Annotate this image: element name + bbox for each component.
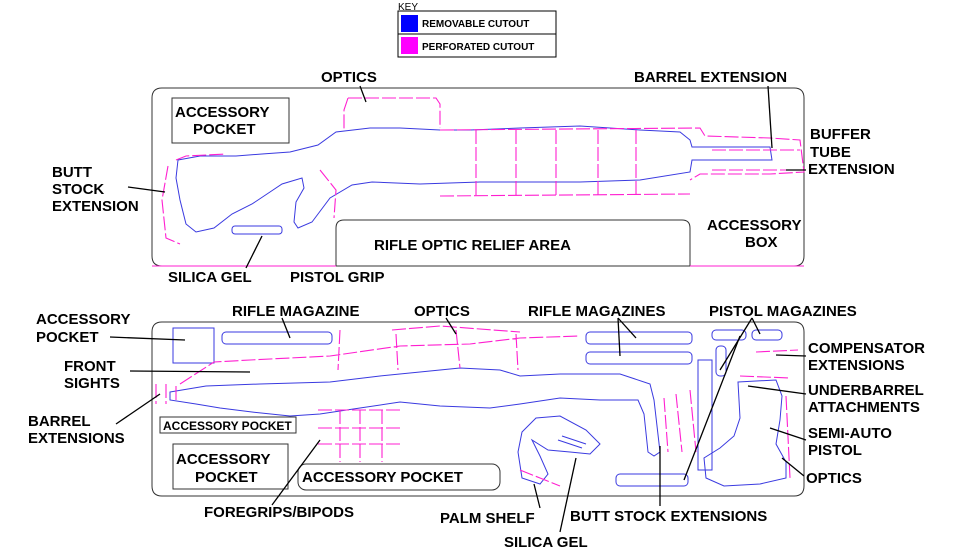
- top-accessory-pocket: [171, 97, 290, 144]
- top-silica-gel-cutout: [231, 225, 283, 235]
- bottom-barrel-ext-perf: [155, 384, 177, 404]
- bottom-accessory-pocket-small: [159, 416, 297, 434]
- bottom-label-compensator-2: EXTENSIONS: [808, 357, 905, 374]
- bottom-underbarrel-cutout: [697, 359, 713, 471]
- bottom-label-underbarrel-2: ATTACHMENTS: [808, 399, 920, 416]
- legend-swatch-removable: [401, 15, 418, 32]
- bottom-case: ACCESSORY POCKET ACCESSORY POCKET ACCESS…: [28, 303, 925, 550]
- bottom-label-compensator-1: COMPENSATOR: [808, 340, 925, 357]
- top-case: OPTICS BARREL EXTENSION BUFFER TUBE EXTE…: [52, 69, 895, 286]
- top-label-buffer-1: BUFFER: [810, 126, 871, 143]
- bottom-semi-auto-pistol-cutout: [703, 379, 787, 487]
- bottom-pistol-mag-2: [751, 329, 783, 341]
- bottom-rifle-cutout: [169, 367, 661, 457]
- top-label-butt-2: STOCK: [52, 181, 104, 198]
- top-pistolgrip-perf: [319, 169, 337, 219]
- bottom-label-semi-auto-2: PISTOL: [808, 442, 862, 459]
- top-buttstock-perf: [161, 153, 227, 245]
- bottom-label-accessory-pocket-box-2: POCKET: [195, 469, 258, 486]
- bottom-rifle-magazines-cutout-2: [585, 351, 693, 365]
- bottom-label-rifle-magazine: RIFLE MAGAZINE: [232, 303, 360, 320]
- bottom-label-accessory-pocket-wide: ACCESSORY POCKET: [302, 469, 463, 486]
- bottom-label-accessory-pocket-left-2: POCKET: [36, 329, 99, 346]
- top-label-butt-1: BUTT: [52, 164, 92, 181]
- bottom-rifle-magazines-cutout-1: [585, 331, 693, 345]
- bottom-compensator-perf: [739, 349, 799, 479]
- bottom-label-semi-auto-1: SEMI-AUTO: [808, 425, 892, 442]
- bottom-label-rifle-magazines: RIFLE MAGAZINES: [528, 303, 666, 320]
- bottom-foregrips-perf: [318, 409, 400, 462]
- top-label-butt-3: EXTENSION: [52, 198, 139, 215]
- bottom-case-outline: [151, 321, 805, 497]
- bottom-buttstock-ext-perf: [663, 389, 697, 453]
- bottom-butt-stock-ext-cutout: [615, 473, 689, 487]
- bottom-palm-shelf-perf: [519, 469, 561, 487]
- bottom-label-optics-right: OPTICS: [806, 470, 862, 487]
- bottom-label-butt-stock-ext: BUTT STOCK EXTENSIONS: [570, 508, 767, 525]
- bottom-label-accessory-pocket-left-1: ACCESSORY: [36, 311, 130, 328]
- top-barrel-dividers: [475, 130, 637, 196]
- legend-label-perforated: PERFORATED CUTOUT: [422, 42, 534, 53]
- top-barrel-perf: [439, 127, 805, 197]
- top-label-buffer-3: EXTENSION: [808, 161, 895, 178]
- bottom-pistol-mag-3: [715, 345, 727, 377]
- top-label-barrel-extension: BARREL EXTENSION: [634, 69, 787, 86]
- bottom-label-palm-shelf: PALM SHELF: [440, 510, 535, 527]
- legend: KEY REMOVABLE CUTOUT PERFORATED CUTOUT: [397, 2, 557, 58]
- top-label-optics: OPTICS: [321, 69, 377, 86]
- bottom-accessory-pocket-box: [172, 443, 289, 490]
- bottom-rifle-magazine-cutout: [221, 331, 333, 345]
- bottom-label-front-sights-1: FRONT: [64, 358, 116, 375]
- bottom-label-foregrips: FOREGRIPS/BIPODS: [204, 504, 354, 521]
- bottom-label-accessory-pocket-box-1: ACCESSORY: [176, 451, 270, 468]
- bottom-label-underbarrel-1: UNDERBARREL: [808, 382, 924, 399]
- top-label-accessory-pocket-2: POCKET: [193, 121, 256, 138]
- bottom-label-accessory-pocket-small: ACCESSORY POCKET: [163, 419, 292, 433]
- top-label-silica-gel: SILICA GEL: [168, 269, 252, 286]
- bottom-label-optics-top: OPTICS: [414, 303, 470, 320]
- top-label-buffer-2: TUBE: [810, 144, 851, 161]
- bottom-label-front-sights-2: SIGHTS: [64, 375, 120, 392]
- top-label-pistol-grip: PISTOL GRIP: [290, 269, 384, 286]
- bottom-silica-gel-cutout: [557, 435, 587, 449]
- bottom-stock-cutout: [517, 415, 601, 485]
- top-label-accessory-box-2: BOX: [745, 234, 778, 251]
- top-label-accessory-box-1: ACCESSORY: [707, 217, 801, 234]
- top-optics-perf: [343, 97, 441, 130]
- top-label-accessory-pocket-1: ACCESSORY: [175, 104, 269, 121]
- legend-title: KEY: [398, 2, 418, 13]
- top-label-optic-relief: RIFLE OPTIC RELIEF AREA: [374, 237, 571, 254]
- bottom-label-pistol-magazines: PISTOL MAGAZINES: [709, 303, 857, 320]
- top-rifle-cutout: [175, 125, 773, 233]
- bottom-label-barrel-ext-1: BARREL: [28, 413, 91, 430]
- top-accessory-box-perf: [712, 149, 800, 171]
- legend-label-removable: REMOVABLE CUTOUT: [422, 19, 529, 30]
- bottom-optics-perf: [179, 325, 581, 385]
- bottom-pistol-mag-1: [711, 329, 747, 341]
- bottom-label-barrel-ext-2: EXTENSIONS: [28, 430, 125, 447]
- bottom-accessory-pocket-square: [172, 327, 215, 364]
- rifle-optic-relief-area: [335, 219, 691, 266]
- bottom-accessory-pocket-wide: [297, 463, 501, 491]
- bottom-label-silica-gel: SILICA GEL: [504, 534, 588, 550]
- legend-swatch-perforated: [401, 37, 418, 54]
